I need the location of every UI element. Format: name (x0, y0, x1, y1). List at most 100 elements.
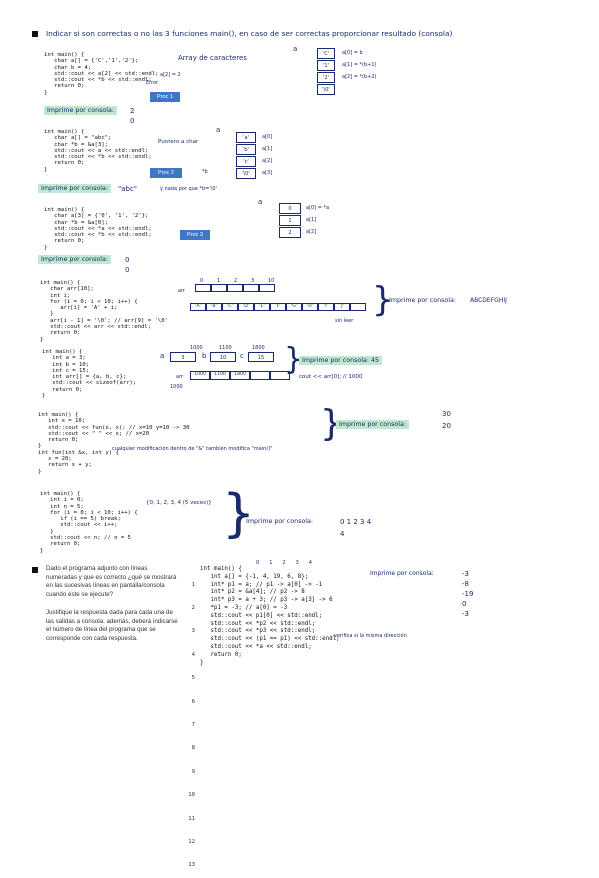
ex4-cell: 'I' (318, 303, 334, 311)
ex4-arr-label: arr (178, 288, 186, 294)
ex6-note: cualquier modificación dentro de "&" tam… (112, 446, 273, 452)
ex5-arr-cell: 1800 (230, 371, 250, 380)
q2-line-number: 13 (188, 862, 195, 869)
q2-question: Dado el programa adjunto con líneas nume… (46, 565, 177, 599)
ex1-code: int main() { char a[] = {'C','1','2'}; c… (44, 52, 159, 96)
q2-line-numbers: 1 2 3 4 5 6 7 8 9 10 11 12 13 (187, 566, 195, 878)
ex5-var-a-value: 3 (170, 352, 196, 362)
ex3-cell-2: 2 (279, 227, 301, 238)
ex3-diagram-var: a (258, 198, 263, 206)
proc2-button[interactable]: Proc 2 (150, 168, 182, 178)
ex7-brace: } (222, 484, 256, 544)
ex5-arr-label: arr (176, 374, 184, 380)
header-bullet (32, 31, 38, 37)
q2-bullet (32, 567, 38, 573)
ex4-code: int main() { char arr[10]; int i; for (i… (40, 280, 168, 343)
ex1-note-error: Error (146, 80, 159, 86)
proc1-button[interactable]: Proc 1 (150, 92, 180, 102)
q2-console-line: -19 (462, 590, 474, 598)
ex2-cell-3: '\0' (236, 168, 256, 179)
ex1-note-array: Array de caracteres (178, 54, 247, 62)
ex3-cell-0: 0 (279, 203, 301, 214)
ex7-note-loop: {0, 1, 2, 3, 4 (5 veces)} (146, 500, 212, 506)
ex2-code: int main() { char a[] = "abc"; char *b =… (44, 129, 152, 173)
ex4-empty-array (195, 284, 275, 292)
ex2-cell-2: 'c' (236, 156, 256, 167)
ex5-arr-cell: 1100 (210, 371, 230, 380)
ex4-top-index-3: 3 (251, 278, 255, 284)
ex6-console-out-2: 20 (442, 422, 451, 430)
ex2-cell-0: 'a' (236, 132, 256, 143)
ex3-console-out-1: 0 (125, 256, 130, 264)
ex2-note: Puntero a char (158, 139, 199, 145)
ex1-console-out-1: 2 (130, 107, 135, 115)
ex5-addr-c: 1800 (252, 345, 265, 351)
ex4-cell: 'B' (206, 303, 222, 311)
ex3-cell-1: 1 (279, 215, 301, 226)
q2-index: 2 (282, 560, 286, 566)
ex5-arr-addr: 1000 (170, 384, 183, 390)
q2-indices: 0 1 2 3 4 (256, 560, 312, 566)
ex4-empty-cell (259, 284, 275, 292)
ex2-cell-1: 'b' (236, 144, 256, 155)
q2-line-number: 8 (191, 745, 195, 752)
ex1-diagram-var: a (293, 45, 298, 53)
ex1-cell-1: '1' (317, 60, 335, 71)
q2-console-line: -8 (462, 580, 469, 588)
ex5-var-c-name: c (240, 352, 244, 360)
q2-index: 1 (269, 560, 273, 566)
ex2-console-extra: y nada por que *b='\0' (160, 186, 217, 192)
ex2-cell-label-1: a[1] (262, 146, 273, 152)
ex2-cell-label-3: a[3] (262, 170, 273, 176)
q2-line-number: 1 (191, 581, 195, 588)
ex4-cell: 'H' (302, 303, 318, 311)
q2-line-number: 4 (191, 651, 195, 658)
ex3-memory-diagram: 0 1 2 (279, 203, 301, 238)
page-title: Indicar si son correctas o no las 3 func… (46, 29, 453, 38)
q2-line-number: 6 (191, 698, 195, 705)
ex5-arr-cell-empty (270, 371, 290, 380)
ex4-cell: 'J' (334, 303, 350, 311)
ex3-cell-label-0: a[0] = *a (306, 205, 330, 211)
ex1-cell-label-2: a[2] = *(b+2) (342, 74, 377, 80)
ex7-code: int main() { int i = 0; int n = 5; for (… (40, 491, 138, 554)
ex2-ptr-label: *b (202, 169, 208, 175)
ex6-console-label: Imprime por consola: (336, 420, 409, 429)
ex5-addr-a: 1000 (190, 345, 203, 351)
ex4-top-index-10: 10 (268, 278, 275, 284)
ex6-code: int main() { int x = 10; std::cout << fu… (38, 412, 190, 475)
ex4-empty-cell (195, 284, 211, 292)
ex1-cell-2: '2' (317, 72, 335, 83)
ex4-cell: 'G' (286, 303, 302, 311)
ex2-console-label: Imprime por consola: (38, 184, 111, 193)
ex6-brace: } (320, 403, 343, 444)
ex7-console-out-2: 4 (340, 530, 345, 538)
ex4-empty-cell (243, 284, 259, 292)
ex4-cell: 'A' (190, 303, 206, 311)
ex5-var-a-name: a (160, 352, 165, 360)
ex7-console-label: Imprime por consola: (246, 518, 313, 525)
q2-line-number: 7 (191, 721, 195, 728)
ex4-console-out: ABCDEFGHIJ (470, 297, 507, 304)
ex1-cell-3: '\0' (317, 84, 335, 95)
q2-console-label: Imprime por consola: (370, 570, 434, 577)
ex2-memory-diagram: 'a' 'b' 'c' '\0' (236, 132, 256, 179)
ex2-diagram-var: a (216, 126, 221, 134)
ex1-cell-label-1: a[1] = *(b+1) (342, 62, 377, 68)
q2-console-line: -3 (462, 610, 469, 618)
ex3-code: int main() { char a[3] = {'0', '1', '2'}… (44, 207, 152, 251)
proc3-button[interactable]: Proc 3 (180, 230, 210, 240)
q2-console-line: -3 (462, 570, 469, 578)
q2-code: int main() { int a[] = {-1, 4, 19, 6, 8}… (200, 566, 340, 666)
ex5-brace: } (284, 342, 304, 377)
q2-index: 4 (308, 560, 312, 566)
ex4-cell: 'C' (222, 303, 238, 311)
ex3-cell-label-1: a[1] (306, 217, 317, 223)
q2-instructions: Justifique la respuesta dada para cada u… (46, 609, 178, 643)
ex1-cell-label-0: a[0] = b (342, 50, 363, 56)
q2-index: 0 (256, 560, 260, 566)
q2-console-out: -3 -8 -19 0 -3 (462, 569, 473, 619)
q2-line-number: 12 (188, 838, 195, 845)
ex4-filled-array: 'A' 'B' 'C' 'D' 'E' 'F' 'G' 'H' 'I' 'J' (190, 303, 366, 311)
ex1-console-label: Imprime por consola: (44, 106, 117, 115)
